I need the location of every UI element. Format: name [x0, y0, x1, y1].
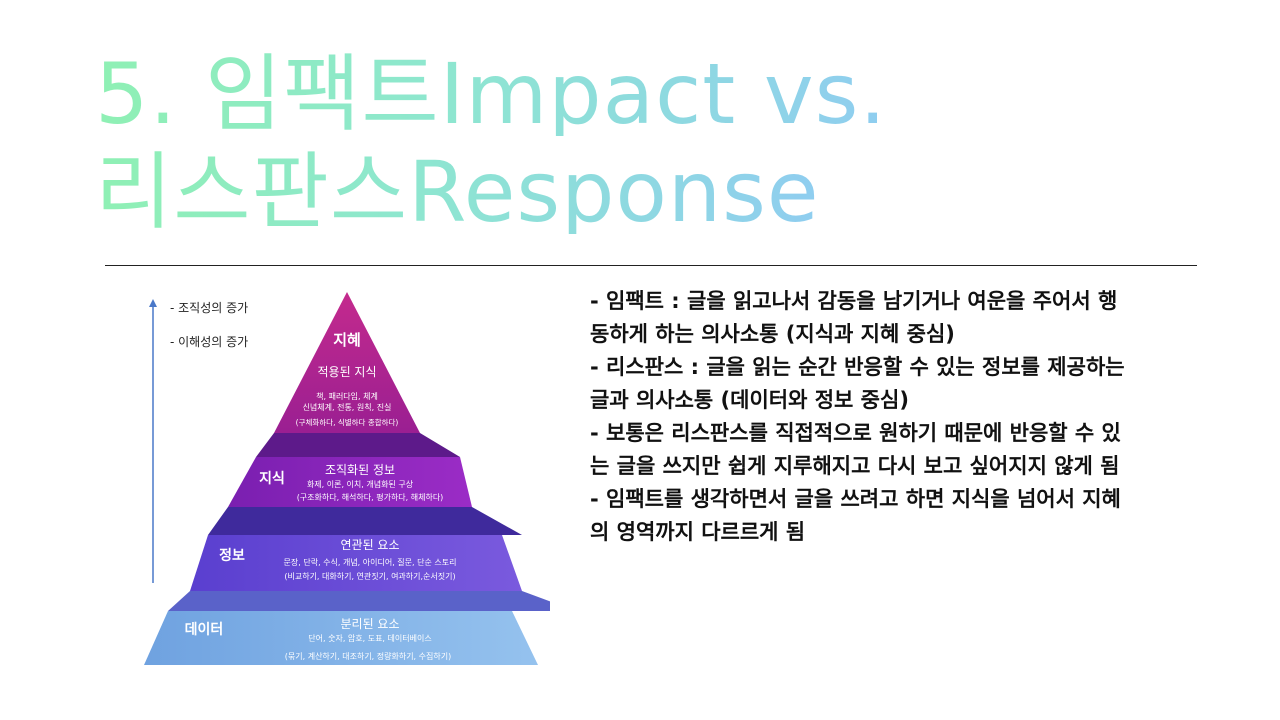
title-divider [105, 265, 1197, 266]
connector-information-data [168, 591, 550, 611]
body-line-8: 의 영역까지 다르르게 됨 [590, 520, 806, 544]
tier-information-detail-2: (비교하기, 대화하기, 연관짓기, 여과하기,순서짓기) [284, 572, 456, 581]
tier-wisdom [274, 292, 420, 433]
axis-arrow-head [149, 299, 157, 307]
body-text-block: - 임팩트 : 글을 읽고나서 감동을 남기거나 여운을 주어서 행 동하게 하… [590, 285, 1230, 549]
page-title-line-2: 리스판스Response [95, 143, 820, 241]
tier-data-heading: 분리된 요소 [340, 617, 400, 631]
body-line-2: 동하게 하는 의사소통 (지식과 지혜 중심) [590, 322, 955, 346]
dikw-pyramid-diagram: - 조직성의 증가 - 이해성의 증가 지혜 적용된 지식 책, 패러다임, 체… [130, 285, 550, 685]
tier-wisdom-detail-3: (구체화하다, 식별하다 종합하다) [295, 418, 399, 427]
tier-wisdom-heading: 적용된 지식 [317, 365, 377, 379]
tier-data [144, 611, 538, 665]
axis-label-understanding: - 이해성의 증가 [170, 335, 249, 349]
tier-information-name: 정보 [219, 548, 245, 564]
body-line-7: - 임팩트를 생각하면서 글을 쓰려고 하면 지식을 넘어서 지혜 [590, 487, 1121, 511]
tier-knowledge-name: 지식 [259, 471, 285, 487]
connector-wisdom-knowledge [256, 433, 460, 457]
body-line-6: 는 글을 쓰지만 쉽게 지루해지고 다시 보고 싶어지지 않게 됨 [590, 454, 1120, 478]
tier-wisdom-detail-1: 책, 패러다임, 체계 [316, 392, 378, 401]
body-line-1: - 임팩트 : 글을 읽고나서 감동을 남기거나 여운을 주어서 행 [590, 289, 1118, 313]
tier-information-detail-1: 문장, 단락, 수식, 개념, 아이디어, 질문, 단순 스토리 [283, 558, 457, 567]
tier-data-detail-2: (묶기, 계산하기, 대조하기, 정량화하기, 수집하기) [284, 652, 452, 661]
tier-knowledge-detail-2: (구조화하다, 해석하다, 평가하다, 해체하다) [296, 493, 444, 502]
body-line-4: 글과 의사소통 (데이터와 정보 중심) [590, 388, 909, 412]
axis-label-organization: - 조직성의 증가 [170, 301, 249, 315]
tier-knowledge-detail-1: 화제, 이론, 이치, 개념화된 구상 [306, 480, 414, 489]
pyramid-svg [144, 292, 550, 665]
tier-information [190, 535, 522, 591]
tier-information-heading: 연관된 요소 [340, 538, 400, 552]
connector-knowledge-information [208, 507, 522, 535]
tier-wisdom-detail-2: 신념체계, 전통, 원칙, 진실 [302, 403, 392, 412]
tier-wisdom-name: 지혜 [333, 331, 361, 349]
tier-knowledge [228, 457, 472, 507]
page-title-line-1: 5. 임팩트Impact vs. [95, 45, 888, 143]
tier-data-name: 데이터 [184, 622, 224, 638]
body-line-3: - 리스판스 : 글을 읽는 순간 반응할 수 있는 정보를 제공하는 [590, 355, 1125, 379]
tier-data-detail-1: 단어, 숫자, 암호, 도표, 데이터베이스 [308, 634, 432, 643]
body-line-5: - 보통은 리스판스를 직접적으로 원하기 때문에 반응할 수 있 [590, 421, 1121, 445]
tier-knowledge-heading: 조직화된 정보 [324, 463, 396, 477]
